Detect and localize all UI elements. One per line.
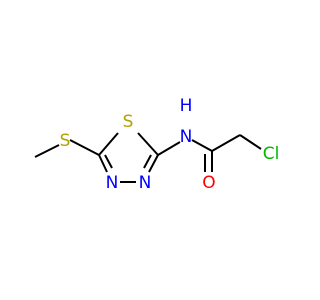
bond-n4-c5 — [98, 154, 108, 173]
bonds — [34, 132, 262, 183]
bond-s1-c2 — [137, 132, 159, 156]
atom-cl: Cl — [263, 144, 280, 164]
molecule-svg: S S N H N N O Cl — [34, 96, 280, 193]
atom-labels: S S N H N N O Cl — [60, 96, 280, 193]
bond-s-c5 — [69, 139, 100, 156]
bond-ch2-cl — [239, 134, 262, 150]
bond-c2-n3-inner — [143, 154, 152, 169]
bond-namide-ccarbonyl — [191, 139, 213, 152]
bond-c2-n3 — [148, 154, 159, 173]
atom-n-ring-right: N — [139, 173, 152, 193]
atom-s-ring: S — [123, 112, 134, 132]
atom-n-ring-left: N — [106, 173, 119, 193]
bond-ccarbonyl-ch2 — [211, 134, 241, 152]
bond-n4-c5-inner — [104, 154, 113, 169]
atom-n-amide: N — [180, 127, 193, 147]
bond-c5-s1 — [98, 132, 119, 156]
atom-o-carbonyl: O — [202, 173, 215, 193]
bond-methyl-s — [34, 144, 60, 158]
atom-h-amide: H — [180, 96, 193, 116]
molecule-structure-diagram: S S N H N N O Cl — [34, 96, 280, 193]
bond-c2-namide — [157, 141, 181, 156]
atom-s-thioether: S — [60, 131, 71, 151]
